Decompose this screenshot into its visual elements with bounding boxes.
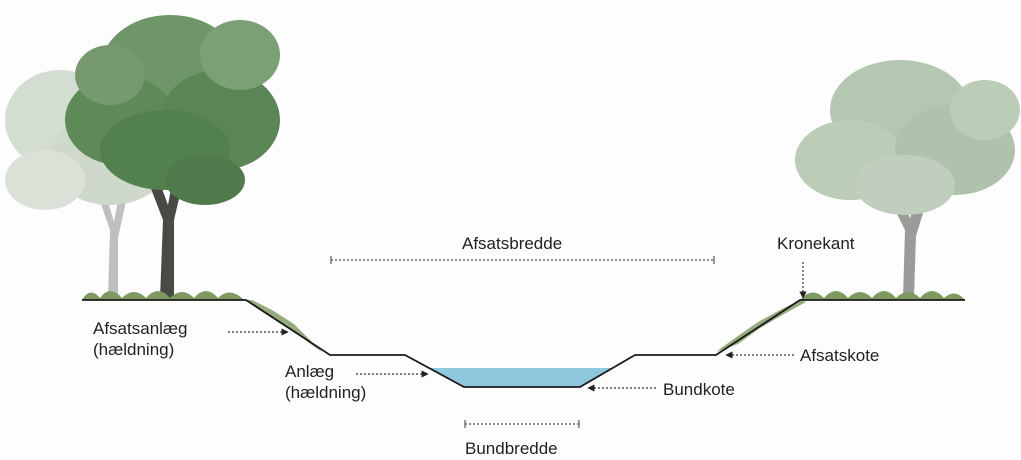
afsatsanlaeg-label-line1: Afsatsanlæg [93, 319, 188, 338]
water-fill [428, 368, 612, 387]
bundkote-label: Bundkote [663, 380, 735, 399]
afsatsbredde-dimension [330, 256, 715, 264]
grass-left-icon [82, 291, 322, 352]
kronekant-label: Kronekant [777, 234, 855, 253]
anlaeg-label: Anlæg (hældning) [285, 361, 366, 403]
tree-right-icon [795, 60, 1020, 298]
tree-left-front-icon [65, 15, 280, 298]
afsatsanlaeg-label: Afsatsanlæg (hældning) [93, 318, 188, 360]
bundbredde-dimension [464, 420, 580, 428]
anlaeg-label-line2: (hældning) [285, 383, 367, 402]
ground-profile-line [82, 299, 965, 388]
bundbredde-label: Bundbredde [465, 439, 558, 458]
afsatsanlaeg-label-line2: (hældning) [93, 340, 175, 359]
anlaeg-label-line1: Anlæg [285, 362, 335, 381]
afsatskote-label: Afsatskote [800, 346, 880, 365]
afsatsbredde-label: Afsatsbredde [462, 234, 563, 253]
